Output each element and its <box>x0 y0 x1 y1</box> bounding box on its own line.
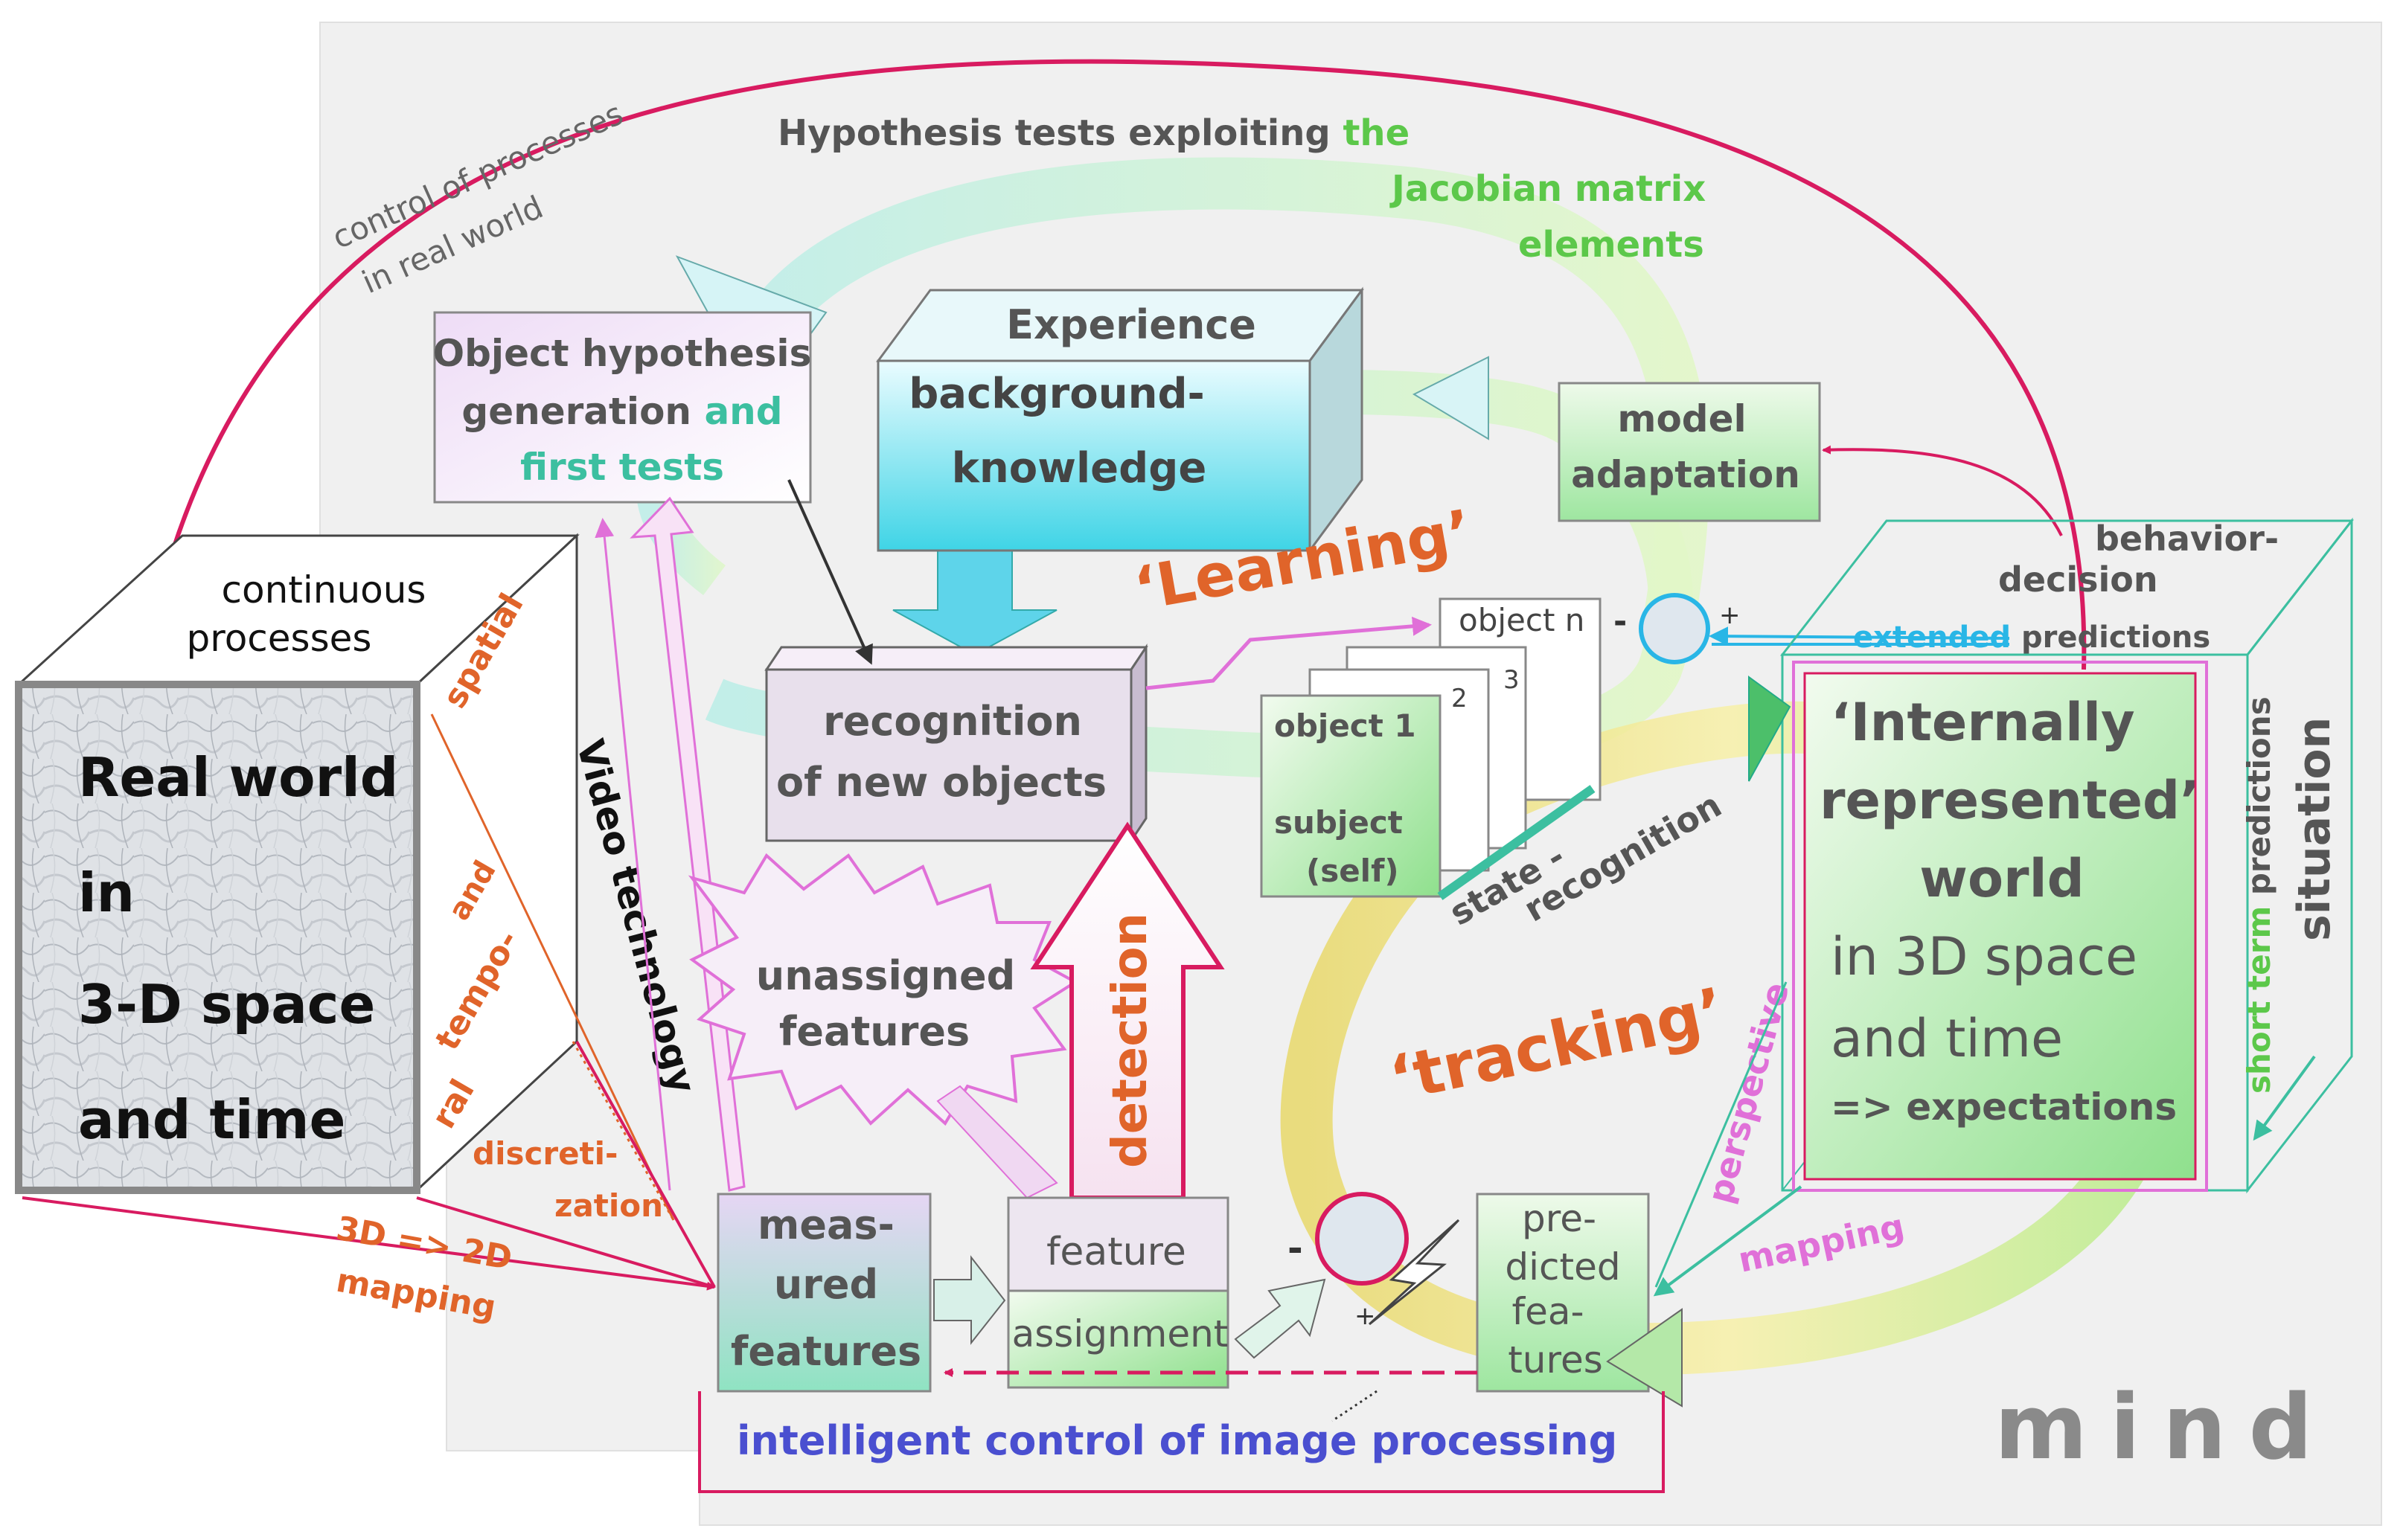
jacobian-line2: elements <box>1518 224 1704 266</box>
experience-box: Experience background- knowledge <box>876 286 1364 554</box>
continuous-processes-line1: continuous <box>222 568 426 612</box>
unassigned-line1: unassigned <box>756 952 1016 999</box>
extended-predictions-label: extended predictions <box>1853 620 2210 655</box>
object-hypothesis-box: Object hypothesis generation and first t… <box>433 311 812 504</box>
detection-arrow <box>1030 821 1225 1200</box>
object-hypothesis-line1: Object hypothesis <box>433 332 812 375</box>
real-world-cube: continuous processes Real world in 3-D s… <box>15 533 580 1194</box>
experience-line1: background- <box>909 370 1205 418</box>
recognition-box: recognition of new objects <box>764 644 1148 844</box>
experience-title: Experience <box>1006 301 1256 348</box>
object-2-label: 2 <box>1451 684 1468 713</box>
measured-line2: ured <box>774 1261 878 1308</box>
mapping-arrow-2 <box>416 1196 715 1289</box>
hypothesis-to-recognition-arrow <box>787 479 873 665</box>
feature-assignment-box: feature assignment <box>1007 1196 1229 1389</box>
top-plus: + <box>1719 600 1741 630</box>
top-minus: - <box>1613 603 1627 641</box>
mapping-arrow-3 <box>575 1041 716 1288</box>
learning-arrow-head <box>1412 356 1489 440</box>
object-n-label: object n <box>1459 602 1584 638</box>
unassigned-line2: features <box>779 1008 970 1055</box>
mapping-arrow <box>1653 1185 1802 1297</box>
model-adaptation-box: model adaptation <box>1558 382 1821 522</box>
feature-bottom-label: assignment <box>1012 1312 1229 1355</box>
jacobian-line1: Jacobian matrix <box>1389 168 1706 210</box>
object-hypothesis-line3: first tests <box>520 446 724 489</box>
feature-to-unassigned-arrow <box>936 1085 1058 1199</box>
measured-line3: features <box>731 1328 921 1375</box>
object-1-label: object 1 <box>1274 708 1416 744</box>
self-label: (self) <box>1306 853 1399 889</box>
top-sum-circle <box>1639 593 1710 664</box>
bottom-minus: - <box>1287 1227 1303 1270</box>
recognition-to-objects-arrow <box>1145 616 1432 690</box>
world-input-arrow-head <box>1748 676 1791 782</box>
internal-line4: in 3D space <box>1831 926 2137 987</box>
real-world-line2: in <box>78 862 135 924</box>
bottom-plus: + <box>1354 1301 1376 1331</box>
sum-lightning <box>1368 1219 1460 1326</box>
feature-top-label: feature <box>1046 1230 1186 1274</box>
experience-line2: knowledge <box>952 444 1207 493</box>
internal-line5: and time <box>1831 1008 2063 1069</box>
internal-line2: represented’ <box>1820 770 2200 831</box>
model-adaptation-line2: adaptation <box>1571 453 1800 496</box>
behavior-line1: behavior- <box>2095 519 2279 559</box>
internal-line6: => expectations <box>1831 1085 2177 1129</box>
measured-line1: meas- <box>758 1201 895 1248</box>
assignment-to-sum-arrow <box>1234 1278 1326 1359</box>
internal-world-box: ‘Internally represented’ world in 3D spa… <box>1792 661 2208 1192</box>
predicted-line1: pre- <box>1522 1197 1596 1240</box>
measured-features-box: meas- ured features <box>717 1193 932 1393</box>
discretization-line1: discreti- <box>473 1135 618 1172</box>
unassigned-features-star <box>688 853 1078 1126</box>
subject-label: subject <box>1274 804 1403 841</box>
state-recognition-bar <box>1437 785 1596 900</box>
internal-line1: ‘Internally <box>1831 692 2135 753</box>
recognition-line1: recognition <box>823 698 1082 745</box>
predicted-line3: fea- <box>1511 1290 1584 1333</box>
intelligent-control-frame <box>698 1391 1665 1493</box>
intelligent-control-label: intelligent control of image processing <box>737 1417 1617 1464</box>
extended-predictions-arrow <box>1709 626 2010 647</box>
video-arrow-thin <box>595 518 671 1191</box>
model-adaptation-line1: model <box>1617 397 1746 440</box>
object-3-label: 3 <box>1503 665 1520 695</box>
behavior-line2: decision <box>1998 559 2158 600</box>
detection-label: detection <box>1103 913 1158 1168</box>
recognition-line2: of new objects <box>776 759 1107 806</box>
predicted-line2: dicted <box>1505 1245 1620 1289</box>
real-world-line1: Real world <box>78 746 398 809</box>
discretization-line2: zation <box>554 1187 663 1224</box>
object-hypothesis-line2: generation and <box>461 390 782 433</box>
hypothesis-title: Hypothesis tests exploiting the <box>778 112 1410 154</box>
mapping-arrow-1 <box>22 1196 716 1291</box>
control-arc <box>158 59 2087 670</box>
internal-line3: world <box>1919 848 2084 909</box>
measured-to-feature-arrow <box>933 1255 1006 1345</box>
predicted-arrow-head <box>1606 1308 1683 1408</box>
predicted-line4: tures <box>1508 1338 1603 1382</box>
object-stack: object n 3 2 object 1 subject (self) <box>1260 597 1602 898</box>
perspective-line <box>1654 981 1788 1288</box>
bottom-sum-circle <box>1315 1192 1409 1286</box>
discretization-line <box>430 713 675 1221</box>
mind-label: mind <box>1994 1376 2335 1480</box>
situation-label: situation <box>2288 717 2341 941</box>
behavior-to-model-arrow <box>1822 445 2063 536</box>
continuous-processes-line2: processes <box>187 617 372 660</box>
real-world-line3: 3-D space <box>78 973 375 1036</box>
short-term-predictions-label: short term predictions <box>2241 696 2277 1094</box>
real-world-line4: and time <box>78 1088 345 1151</box>
